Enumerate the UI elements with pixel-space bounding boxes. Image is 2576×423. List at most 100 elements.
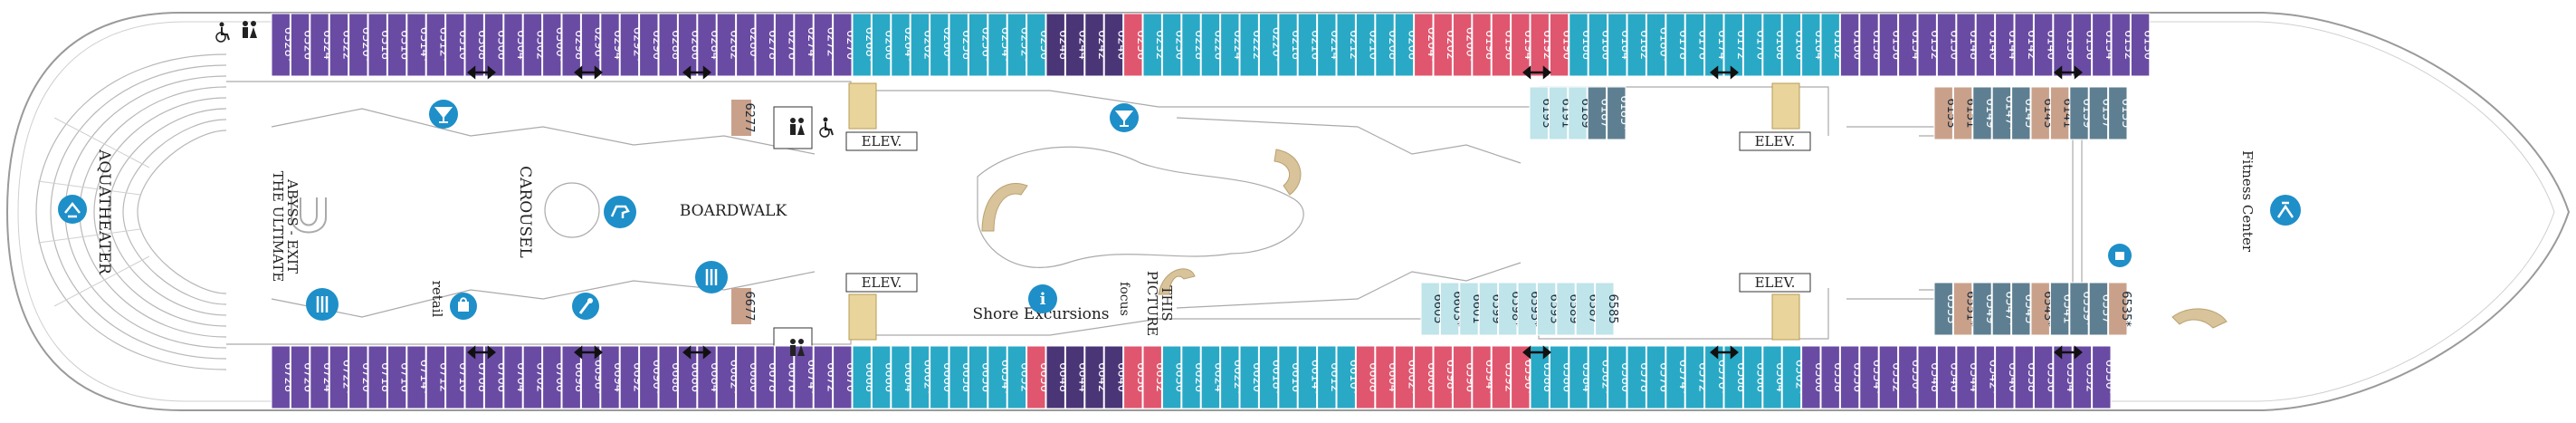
cabin-6304[interactable]: 6304 <box>503 13 528 77</box>
cabin-box <box>1026 13 1046 77</box>
cabin-6176[interactable]: 6176 <box>1684 13 1709 77</box>
cabin-box <box>329 345 349 409</box>
elevator-label-2: ELEV. <box>862 274 902 291</box>
cabin-box <box>1452 345 1473 409</box>
cabin-box <box>2030 86 2050 140</box>
cabin-box <box>1936 13 1957 77</box>
cabin-box <box>2088 282 2109 336</box>
cabin-box <box>1575 282 1596 336</box>
stairs <box>848 82 1800 341</box>
cabin-box <box>774 345 795 409</box>
cabin-box <box>1103 345 1124 409</box>
cabin-box <box>1355 13 1376 77</box>
cabin-box <box>1646 345 1666 409</box>
cabin-box <box>580 345 601 409</box>
fitness-icon <box>2270 195 2301 226</box>
cabin-6252[interactable]: 6252* <box>1007 13 1031 77</box>
cabin-6140[interactable]: 6140 <box>2033 13 2058 77</box>
cabin-6298[interactable]: 6298 <box>561 13 586 77</box>
cabin-6137[interactable]: 6137 <box>2088 86 2113 140</box>
shopping-bag-icon <box>2108 244 2132 267</box>
cabin-box <box>1568 86 1588 140</box>
cabin-number: 6185* <box>1617 95 1631 131</box>
cabin-box <box>910 345 930 409</box>
cabin-box <box>1498 282 1518 336</box>
cabin-box <box>833 13 853 77</box>
cabin-box <box>1742 13 1763 77</box>
cabin-box <box>425 345 446 409</box>
cabin-box <box>1414 345 1434 409</box>
cabin-6130[interactable]: 6130 <box>2130 13 2155 77</box>
cabin-box <box>1439 282 1460 336</box>
cabin-box <box>2111 13 2131 77</box>
cabin-box <box>1239 13 1259 77</box>
cabin-6585[interactable]: 6585 <box>1595 282 1619 336</box>
ship-hull <box>5 12 2571 411</box>
cabin-6185[interactable]: 6185* <box>1607 86 1631 140</box>
cabin-box <box>1933 282 1953 336</box>
cabin-6568[interactable]: 6568 <box>1723 345 1748 409</box>
cabin-box <box>1569 13 1589 77</box>
cabin-box <box>2092 13 2112 77</box>
abyss-label-line1: THE ULTIMATE <box>270 171 286 282</box>
cabin-box <box>1704 13 1724 77</box>
cabin-6240[interactable]: 6240 <box>1103 13 1128 77</box>
cabin-box <box>1991 86 2012 140</box>
cabin-box <box>406 13 426 77</box>
cabin-box <box>1859 13 1879 77</box>
cabin-6690[interactable]: 6690* <box>639 345 663 409</box>
dining-icon-1 <box>306 288 339 321</box>
aquatheater-label: AQUATHEATER <box>95 149 113 275</box>
cabin-box <box>1394 345 1415 409</box>
sculpture-2 <box>1274 149 1302 196</box>
cabin-6142[interactable]: 6142 <box>2014 13 2038 77</box>
cabin-box <box>1084 345 1104 409</box>
cabin-box <box>1536 282 1557 336</box>
cabin-box <box>658 345 678 409</box>
cabin-6677[interactable]: 6677 <box>731 288 756 324</box>
cabin-number: 6530* <box>2103 360 2116 396</box>
cabin-6135[interactable]: 6135 <box>2108 86 2132 140</box>
cabin-6648[interactable]: 6648 <box>1045 345 1070 409</box>
cabin-6277[interactable]: 6277 <box>731 100 756 136</box>
cabin-box <box>1317 345 1337 409</box>
cabin-6186[interactable]: 6186 <box>1588 13 1612 77</box>
cabin-box <box>677 345 698 409</box>
cabin-box <box>1007 345 1027 409</box>
cabin-box <box>1394 13 1415 77</box>
cabin-box <box>1084 13 1104 77</box>
cabin-box <box>794 13 814 77</box>
cabin-box <box>1917 13 1937 77</box>
cabin-box <box>755 345 775 409</box>
cabin-6588[interactable]: 6588 <box>1530 345 1554 409</box>
cabin-box <box>1627 345 1646 409</box>
cabin-box <box>852 13 872 77</box>
cabin-box <box>580 13 601 77</box>
sweets-icon <box>572 293 599 320</box>
cabin-box <box>1530 13 1550 77</box>
cabin-box <box>1936 345 1957 409</box>
cabin-box <box>1917 345 1937 409</box>
cabin-box <box>1420 282 1440 336</box>
cabin-box <box>367 345 387 409</box>
cabin-6530[interactable]: 6530* <box>2092 345 2116 409</box>
cabin-box <box>891 13 911 77</box>
cabin-box <box>1511 345 1531 409</box>
carousel-horse-icon <box>604 196 636 228</box>
cabin-box <box>1595 282 1615 336</box>
fitness-center-label: Fitness Center <box>2239 150 2256 253</box>
cabin-box <box>2014 13 2034 77</box>
svg-text:i: i <box>1040 290 1046 309</box>
cabin-box <box>1956 345 1976 409</box>
cabin-box <box>1898 13 1918 77</box>
cabin-box <box>1472 345 1492 409</box>
cabin-box <box>1007 13 1027 77</box>
cabin-6187[interactable]: 6187 <box>1587 86 1611 140</box>
cabin-box <box>716 13 737 77</box>
cabin-box <box>794 345 814 409</box>
cabin-6535[interactable]: 6535* <box>2108 282 2132 336</box>
cabin-box <box>2088 86 2109 140</box>
cabin-box <box>2033 13 2054 77</box>
cabin-box <box>1665 345 1685 409</box>
